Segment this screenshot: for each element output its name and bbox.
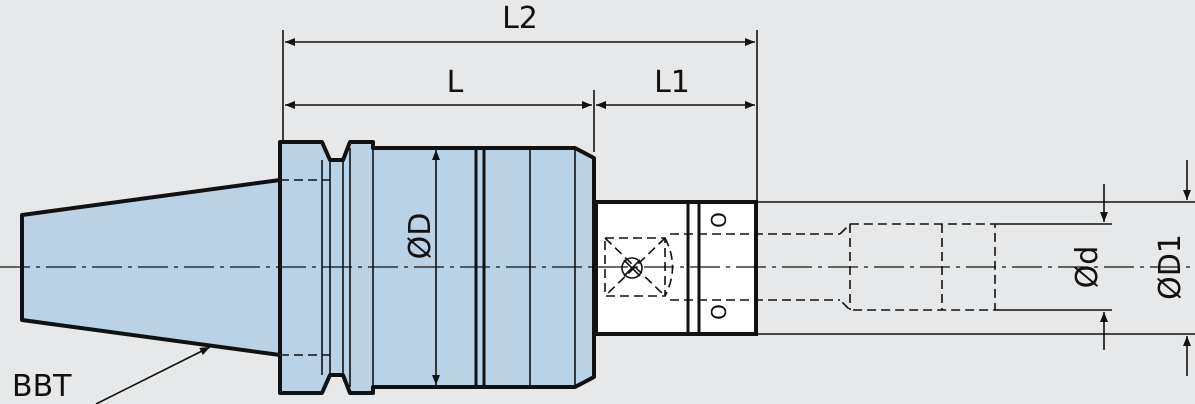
label-bbt: BBT (12, 369, 72, 404)
label-l: L (447, 65, 464, 100)
set-screw-x-2 (623, 259, 641, 277)
label-ring-2: O (707, 304, 731, 320)
label-l1: L1 (654, 65, 690, 100)
label-od: ØD (403, 213, 438, 260)
label-l2: L2 (502, 1, 538, 36)
label-ring-1: O (707, 212, 731, 228)
set-screw-center (621, 257, 643, 279)
extension-piece (594, 200, 758, 336)
bbt-leader (95, 346, 211, 404)
